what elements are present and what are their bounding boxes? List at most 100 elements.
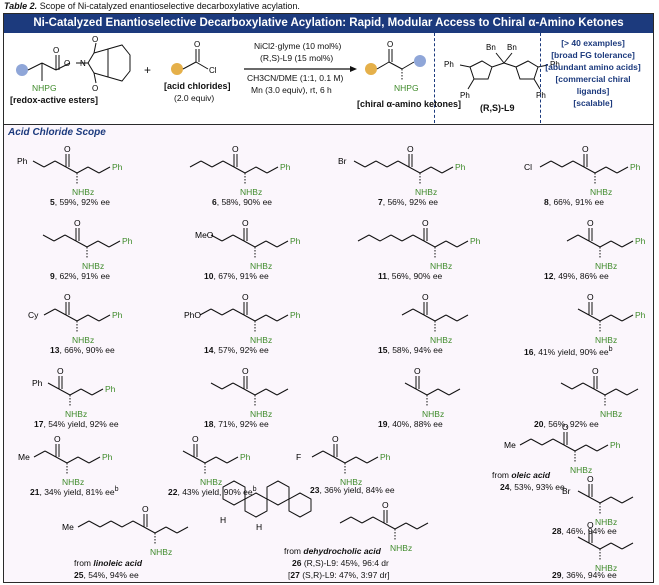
reactant2-label: [acid chlorides] <box>164 81 231 91</box>
side-chain-label: Ph <box>455 162 466 172</box>
ligand-bn1: Bn <box>486 43 496 52</box>
acyl-cl-atom: Cl <box>209 66 217 75</box>
side-chain-label: Ph <box>290 310 301 320</box>
carbonyl-o: O <box>382 500 389 510</box>
acid-chloride-structure <box>171 49 209 75</box>
bond <box>215 456 228 464</box>
bond <box>210 382 223 390</box>
carbonyl-o: O <box>142 504 149 514</box>
steroid-h: H <box>220 515 226 525</box>
bond <box>54 160 67 168</box>
bond <box>165 526 178 534</box>
plus-sign: + <box>144 63 152 77</box>
scope-title: Acid Chloride Scope <box>8 127 106 138</box>
bond <box>588 542 601 550</box>
compound-label-23: 23, 36% yield, 84% ee <box>310 485 395 495</box>
nhbz-group: NHBz <box>340 477 362 487</box>
condition-ligand: (R,S)-L9 (15 mol%) <box>260 53 334 63</box>
bond <box>596 444 609 452</box>
bond <box>254 388 267 396</box>
feature-tag: [commercial chiral ligands] <box>555 74 631 96</box>
bond <box>65 166 78 174</box>
side-chain-label: Ph <box>635 236 646 246</box>
steroid-ring <box>288 492 312 518</box>
carbonyl-o: O <box>242 366 249 376</box>
bond <box>610 496 623 504</box>
substituent-label: PhO <box>184 310 201 320</box>
bond <box>561 160 574 168</box>
bond <box>189 160 202 168</box>
bond <box>605 166 618 174</box>
carbonyl-o: O <box>64 144 71 154</box>
feature-tag: [abundant amino acids] <box>545 62 641 72</box>
compound-label-8: 8, 66%, 91% ee <box>544 197 605 207</box>
bond <box>353 160 366 168</box>
product-r-sphere <box>414 55 426 67</box>
side-chain-label: Ph <box>635 310 646 320</box>
imide-o1: O <box>92 35 98 44</box>
bond <box>110 520 123 528</box>
nhbz-group: NHBz <box>250 335 272 345</box>
bond <box>599 542 612 550</box>
carbonyl-o: O <box>242 218 249 228</box>
bond <box>566 234 579 242</box>
compound-label-16: 16, 41% yield, 90% eeb <box>524 345 613 357</box>
bond <box>599 496 612 504</box>
bond <box>577 490 590 498</box>
bond <box>91 388 104 396</box>
bond <box>44 450 57 458</box>
bond <box>276 388 289 396</box>
bond <box>193 456 206 464</box>
bond <box>43 160 56 168</box>
carbonyl-o: O <box>242 292 249 302</box>
bond <box>88 520 101 528</box>
bond <box>65 314 78 322</box>
bond <box>394 522 407 530</box>
bond <box>366 456 379 464</box>
bond <box>616 166 629 174</box>
compound-label-17: 17, 54% yield, 92% ee <box>34 419 119 429</box>
compound-label-14: 14, 57%, 92% ee <box>204 345 269 355</box>
substituent-label: Br <box>338 156 347 166</box>
bond <box>404 382 417 390</box>
bond <box>434 314 447 322</box>
substituent-label: Me <box>504 440 516 450</box>
ligand-label: (R,S)-L9 <box>480 103 515 113</box>
nhbz-group: NHBz <box>590 187 612 197</box>
nhbz-group: NHBz <box>600 409 622 419</box>
substituent-label: Cy <box>28 310 39 320</box>
substituent-label: MeO <box>195 230 214 240</box>
bond <box>42 234 55 242</box>
banner-title: Ni-Catalyzed Enantioselective Decarboxyl… <box>4 14 653 33</box>
r-group-sphere <box>16 64 28 76</box>
bond <box>582 382 595 390</box>
bond <box>344 456 357 464</box>
nhbz-group: NHBz <box>82 261 104 271</box>
bond <box>426 388 439 396</box>
ligand-ph2: Ph <box>550 60 560 69</box>
ligand-structure <box>459 52 549 90</box>
compound-label-5: 5, 59%, 92% ee <box>50 197 111 207</box>
scheme-structures: O N O O O NHPG O Cl <box>16 35 560 100</box>
bond <box>448 388 461 396</box>
bond <box>361 516 374 524</box>
bond <box>355 456 368 464</box>
bond <box>594 166 607 174</box>
bond <box>415 388 428 396</box>
side-chain-label: Ph <box>240 452 251 462</box>
ester-nhpg: NHPG <box>32 83 57 93</box>
feature-tag: [> 40 examples] <box>561 38 625 48</box>
imide-o2: O <box>92 84 98 93</box>
scheme-divider-1 <box>434 33 435 123</box>
carbonyl-o: O <box>592 366 599 376</box>
table-caption-text: Scope of Ni-catalyzed enantioselective d… <box>39 1 300 11</box>
bond <box>176 526 189 534</box>
bond <box>386 160 399 168</box>
bond <box>98 166 111 174</box>
carbonyl-o: O <box>562 422 569 432</box>
carbonyl-o: O <box>587 520 594 530</box>
bond <box>226 456 239 464</box>
acyl-group-sphere <box>171 63 183 75</box>
nhbz-group: NHBz <box>240 187 262 197</box>
condition-solvent: CH3CN/DME (1:1, 0.1 M) <box>247 73 344 83</box>
